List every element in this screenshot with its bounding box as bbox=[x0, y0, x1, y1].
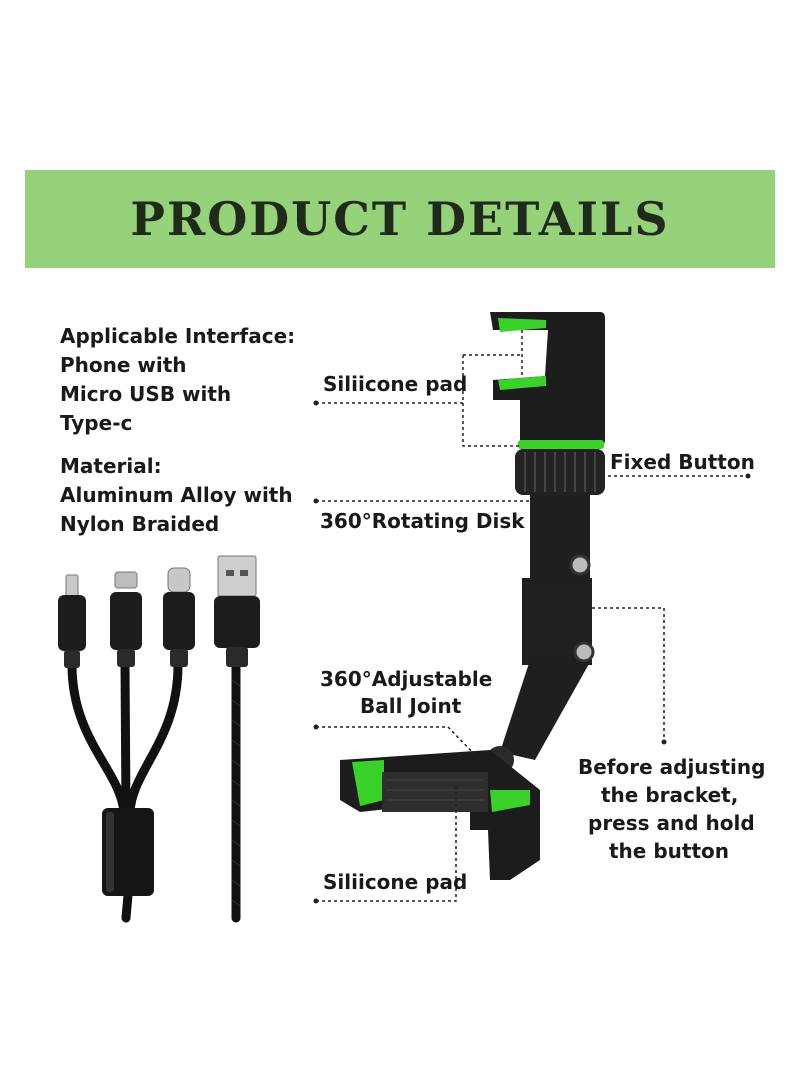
spec-material-line: Aluminum Alloy with bbox=[60, 483, 293, 507]
callout-adjust-line4: the button bbox=[609, 839, 729, 863]
spec-interface-line: Applicable Interface: bbox=[60, 324, 296, 348]
callout-silicone-pad-top: Siliicone pad bbox=[323, 372, 468, 396]
spec-interface-line: Phone with bbox=[60, 353, 187, 377]
spec-material-line: Material: bbox=[60, 454, 162, 478]
phone-holder-icon bbox=[340, 312, 605, 880]
callout-lines bbox=[316, 330, 748, 902]
callout-adjust-line3: press and hold bbox=[588, 811, 755, 835]
banner-title: PRODUCT DETAILS bbox=[130, 192, 670, 246]
callout-ball-joint-line1: 360°Adjustable bbox=[320, 667, 493, 691]
spec-material: Material: Aluminum Alloy with Nylon Brai… bbox=[60, 452, 293, 539]
callout-adjust-line2: the bracket, bbox=[601, 783, 739, 807]
callout-fixed-button: Fixed Button bbox=[610, 450, 755, 474]
callout-adjust-line1: Before adjusting bbox=[578, 755, 766, 779]
title-banner: PRODUCT DETAILS bbox=[25, 170, 775, 268]
spec-interface-line: Type-c bbox=[60, 411, 133, 435]
spec-material-line: Nylon Braided bbox=[60, 512, 220, 536]
callout-rotating-disk: 360°Rotating Disk bbox=[320, 509, 525, 533]
spec-interface-line: Micro USB with bbox=[60, 382, 232, 406]
charging-cable-icon bbox=[58, 555, 260, 923]
callout-silicone-pad-bottom: Siliicone pad bbox=[323, 870, 468, 894]
callout-ball-joint-line2: Ball Joint bbox=[360, 694, 462, 718]
spec-interface: Applicable Interface: Phone with Micro U… bbox=[60, 322, 295, 438]
